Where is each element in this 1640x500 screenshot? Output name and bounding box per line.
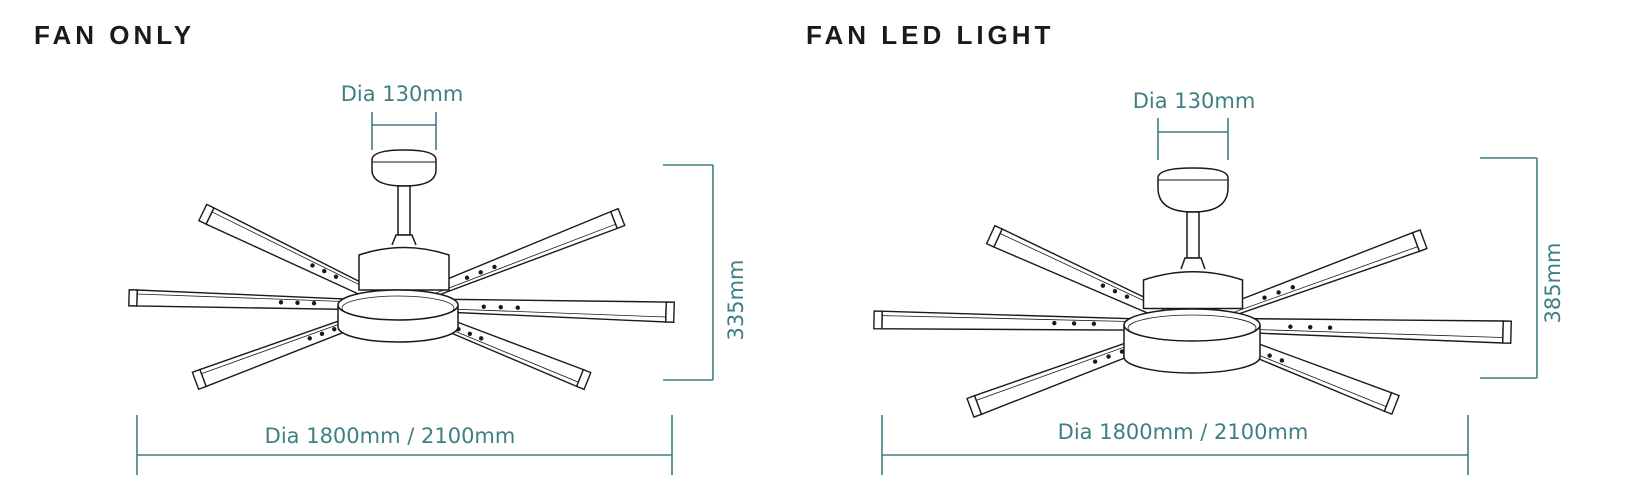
motor-housing [1142, 271, 1244, 310]
blade-bolt [333, 274, 339, 279]
blade-bolt [498, 305, 503, 310]
blade-edge-line [1214, 246, 1418, 320]
blade-bolt [1100, 283, 1106, 288]
height-label-right: 385mm [1541, 242, 1565, 324]
blade-bolt [322, 268, 327, 274]
fan-led-light-drawing [873, 167, 1512, 418]
hub-top [1123, 308, 1261, 342]
blade-tip-cap [191, 368, 208, 391]
blade-edge-line [1219, 327, 1503, 338]
hub-top [337, 289, 459, 321]
blade-tip-cap [575, 368, 592, 391]
blade-bolt [278, 300, 284, 305]
blade-tip-cap [128, 289, 138, 307]
blade-edge-line [211, 211, 380, 295]
blade-edge-line [882, 315, 1165, 323]
downrod [397, 185, 411, 236]
title-fan-only: FAN ONLY [34, 20, 196, 50]
blade-edge-line [137, 293, 374, 304]
span-label-right: Dia 1800mm / 2100mm [1057, 420, 1309, 444]
blade-bolt [1327, 325, 1333, 330]
blade-bolt [1092, 359, 1098, 364]
blade-bolt [1119, 349, 1125, 354]
blade-bolt [1262, 295, 1267, 300]
blade-tip-cap [966, 394, 983, 418]
blade-bolt [1124, 294, 1130, 299]
downrod [1186, 211, 1200, 259]
fan-blade [422, 298, 668, 323]
blade-bolt [332, 327, 337, 332]
blade-bolt [1112, 288, 1118, 294]
height-label-left: 335mm [724, 259, 748, 341]
blade-bolt [464, 275, 470, 280]
blade-bolt [1052, 320, 1057, 326]
hub-rim [1127, 314, 1257, 342]
blade-bolt [481, 304, 486, 309]
span-label-left: Dia 1800mm / 2100mm [264, 424, 516, 448]
hub-rim [341, 295, 455, 321]
canopy [371, 149, 437, 187]
blade-bolt [1106, 354, 1111, 359]
mount-dia-label-left: Dia 130mm [340, 82, 464, 106]
title-fan-led-light: FAN LED LIGHT [806, 20, 1055, 50]
blade-bolt [1279, 358, 1285, 363]
blade-edge-line [999, 233, 1172, 314]
blade-bolt [1267, 353, 1272, 358]
blade-bolt [319, 331, 325, 336]
blade-bolt [467, 331, 473, 336]
blade-bolt [311, 301, 317, 306]
fan-only-drawing [128, 149, 676, 391]
blade-tip-cap [664, 301, 676, 323]
canopy [1157, 167, 1229, 213]
fan-blade [881, 310, 1166, 331]
blade-edge-line [422, 307, 666, 318]
blade-bolt [478, 270, 483, 275]
motor-collar [391, 234, 417, 246]
blade-bolt [295, 300, 300, 305]
mount-dia-label-right: Dia 130mm [1132, 89, 1256, 113]
blade-tip-cap [1411, 229, 1428, 253]
blade-tip-cap [197, 203, 215, 226]
fan-blade [1218, 317, 1504, 344]
blade-bolt [478, 336, 484, 341]
blade-bolt [1276, 290, 1281, 295]
blade-bolt [1288, 324, 1293, 329]
blade-bolt [1091, 321, 1097, 326]
blade-bolt [307, 336, 312, 341]
blade-bolt [1071, 321, 1077, 326]
motor-housing [358, 246, 450, 291]
blade-tip-cap [1502, 320, 1512, 344]
blade-bolt [1290, 285, 1295, 290]
blade-tip-cap [873, 310, 883, 330]
blade-bolt [515, 305, 520, 310]
blade-bolt [492, 264, 497, 270]
blade-bolt [1308, 325, 1313, 330]
blade-tip-cap [985, 224, 1004, 248]
motor-collar [1180, 257, 1206, 270]
blade-tip-cap [609, 207, 626, 230]
blade-tip-cap [1383, 391, 1400, 416]
blade-edge-line [418, 223, 616, 300]
blade-bolt [310, 263, 315, 268]
